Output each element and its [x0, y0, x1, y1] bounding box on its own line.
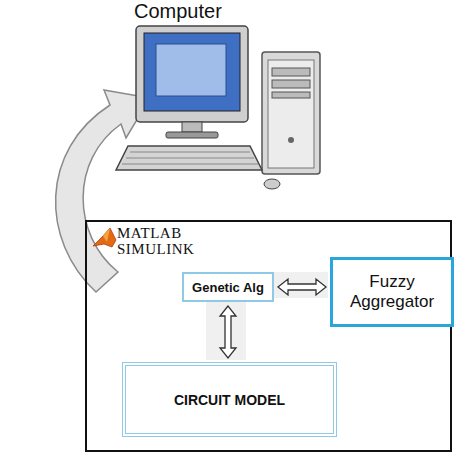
panel-title: MATLAB SIMULINK — [117, 226, 197, 258]
box-label: Genetic Alg — [188, 280, 268, 295]
process-box: Fuzzy Aggregator — [330, 257, 454, 327]
drive-bay — [272, 80, 310, 88]
matlab-logo — [93, 228, 116, 247]
double-arrow — [278, 279, 326, 295]
process-box: Genetic Alg — [182, 272, 274, 302]
keyboard-keys — [122, 152, 258, 164]
mouse — [264, 179, 280, 189]
process-box: CIRCUIT MODEL — [122, 362, 337, 437]
computer-tower — [262, 52, 320, 174]
monitor-neck — [182, 122, 202, 132]
arrow-ground — [206, 300, 246, 360]
drive-bay — [272, 68, 310, 76]
tower-face — [268, 60, 314, 168]
keyboard — [116, 146, 262, 170]
arrow-ground — [272, 272, 328, 298]
power-button — [288, 137, 294, 143]
double-arrow — [220, 306, 236, 358]
drive-bay — [272, 92, 310, 98]
box-label: CIRCUIT MODEL — [168, 392, 291, 408]
monitor-base — [166, 132, 218, 138]
matlab-logo-shade — [103, 228, 110, 242]
screen-window — [156, 44, 226, 96]
computer-label: Computer — [134, 0, 222, 23]
box-label: Fuzzy Aggregator — [333, 272, 451, 312]
monitor-screen — [144, 33, 240, 111]
simulink-panel: MATLAB SIMULINK Genetic Alg Fuzzy Aggregat… — [85, 220, 452, 452]
monitor-frame — [136, 26, 248, 122]
